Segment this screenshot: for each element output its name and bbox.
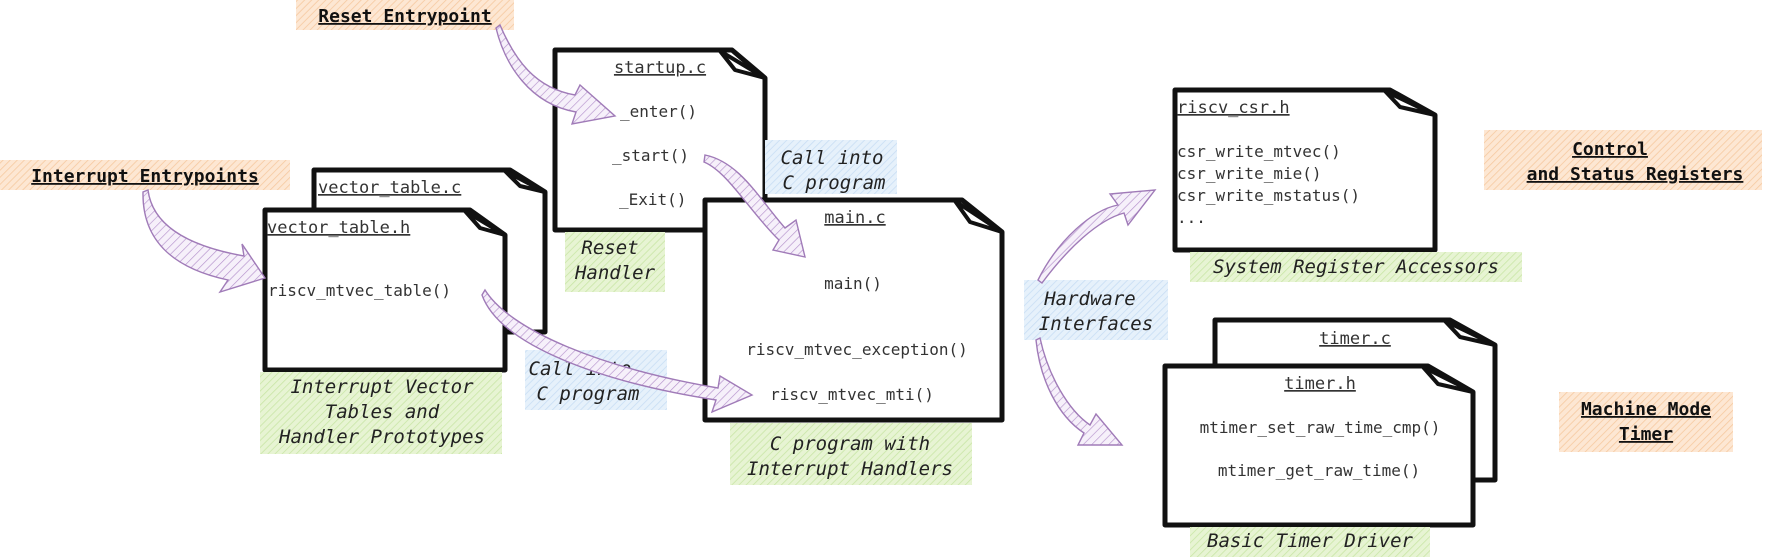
svg-text:C program with: C program with: [770, 433, 930, 455]
svg-text:Call into: Call into: [781, 147, 884, 169]
start-to-main-arrow: [703, 154, 806, 258]
svg-text:Reset Entrypoint: Reset Entrypoint: [318, 6, 491, 27]
reset-entrypoint-label: Reset Entrypoint: [296, 0, 514, 30]
basic-timer-driver-caption: Basic Timer Driver: [1190, 527, 1430, 557]
svg-text:Control: Control: [1572, 139, 1648, 160]
csr-write-mie-function: csr_write_mie(): [1177, 164, 1322, 183]
svg-text:Interrupt Vector: Interrupt Vector: [290, 376, 474, 398]
startup-c-document: startup.c _enter() _start() _Exit(): [552, 47, 768, 233]
hardware-to-csr-arrow: [1037, 189, 1157, 284]
timer-h-document: timer.h mtimer_set_raw_time_cmp() mtimer…: [1162, 363, 1476, 528]
start-function: _start(): [612, 146, 689, 165]
call-into-c-program-note-top: Call into C program: [765, 140, 897, 194]
main-function: main(): [824, 274, 882, 293]
svg-text:Handler: Handler: [574, 262, 656, 284]
riscv-csr-h-filename: riscv_csr.h: [1177, 98, 1290, 118]
svg-text:C program: C program: [537, 383, 640, 405]
mtimer-get-raw-time-function: mtimer_get_raw_time(): [1218, 461, 1420, 480]
interrupt-entrypoints-label: Interrupt Entrypoints: [0, 160, 290, 190]
csr-write-mstatus-function: csr_write_mstatus(): [1177, 186, 1360, 205]
riscv-csr-h-document: riscv_csr.h csr_write_mtvec() csr_write_…: [1172, 87, 1438, 253]
reset-handler-caption: Reset Handler: [565, 232, 665, 292]
svg-text:C program: C program: [783, 172, 886, 194]
svg-text:Hardware: Hardware: [1043, 288, 1136, 310]
vector-table-to-mti-arrow: [481, 288, 754, 414]
riscv-mtvec-table-function: riscv_mtvec_table(): [268, 281, 451, 300]
timer-c-filename: timer.c: [1319, 329, 1391, 349]
svg-text:Timer: Timer: [1619, 424, 1673, 445]
interrupt-entrypoints-arrow: [142, 189, 267, 294]
vector-table-c-filename: vector_table.c: [318, 178, 461, 198]
csr-ellipsis: ...: [1177, 208, 1206, 227]
enter-function: _enter(): [620, 102, 697, 121]
exit-function: _Exit(): [619, 190, 686, 209]
reset-entrypoint-arrow: [495, 23, 617, 125]
main-c-filename: main.c: [824, 208, 885, 228]
riscv-mtvec-mti-function: riscv_mtvec_mti(): [770, 385, 934, 404]
svg-text:and Status Registers: and Status Registers: [1527, 164, 1744, 185]
main-c-document: main.c main() riscv_mtvec_exception() ri…: [702, 197, 1005, 423]
svg-text:Handler Prototypes: Handler Prototypes: [278, 426, 485, 448]
vector-table-h-filename: vector_table.h: [267, 218, 410, 238]
svg-text:Basic Timer Driver: Basic Timer Driver: [1207, 530, 1413, 552]
vector-table-h-document: vector_table.h riscv_mtvec_table(): [262, 207, 508, 373]
svg-text:Reset: Reset: [581, 237, 638, 259]
control-status-registers-label: Control and Status Registers: [1484, 130, 1762, 190]
hardware-to-timer-arrow: [1035, 336, 1124, 446]
csr-write-mtvec-function: csr_write_mtvec(): [1177, 142, 1341, 161]
timer-h-filename: timer.h: [1284, 374, 1356, 394]
svg-text:Interrupt Handlers: Interrupt Handlers: [747, 458, 953, 480]
svg-text:Interrupt Entrypoints: Interrupt Entrypoints: [31, 166, 259, 187]
svg-text:Machine Mode: Machine Mode: [1581, 399, 1711, 420]
svg-text:System Register Accessors: System Register Accessors: [1213, 256, 1499, 278]
mtimer-set-raw-time-cmp-function: mtimer_set_raw_time_cmp(): [1200, 418, 1441, 437]
svg-text:Interfaces: Interfaces: [1039, 313, 1153, 335]
system-register-accessors-caption: System Register Accessors: [1190, 252, 1522, 282]
ivt-caption: Interrupt Vector Tables and Handler Prot…: [260, 372, 502, 454]
riscv-mtvec-exception-function: riscv_mtvec_exception(): [746, 340, 968, 359]
hardware-interfaces-note: Hardware Interfaces: [1024, 280, 1168, 340]
machine-mode-timer-label: Machine Mode Timer: [1559, 392, 1733, 452]
c-program-caption: C program with Interrupt Handlers: [730, 423, 972, 485]
startup-c-filename: startup.c: [614, 58, 706, 78]
svg-text:Tables and: Tables and: [325, 401, 440, 423]
